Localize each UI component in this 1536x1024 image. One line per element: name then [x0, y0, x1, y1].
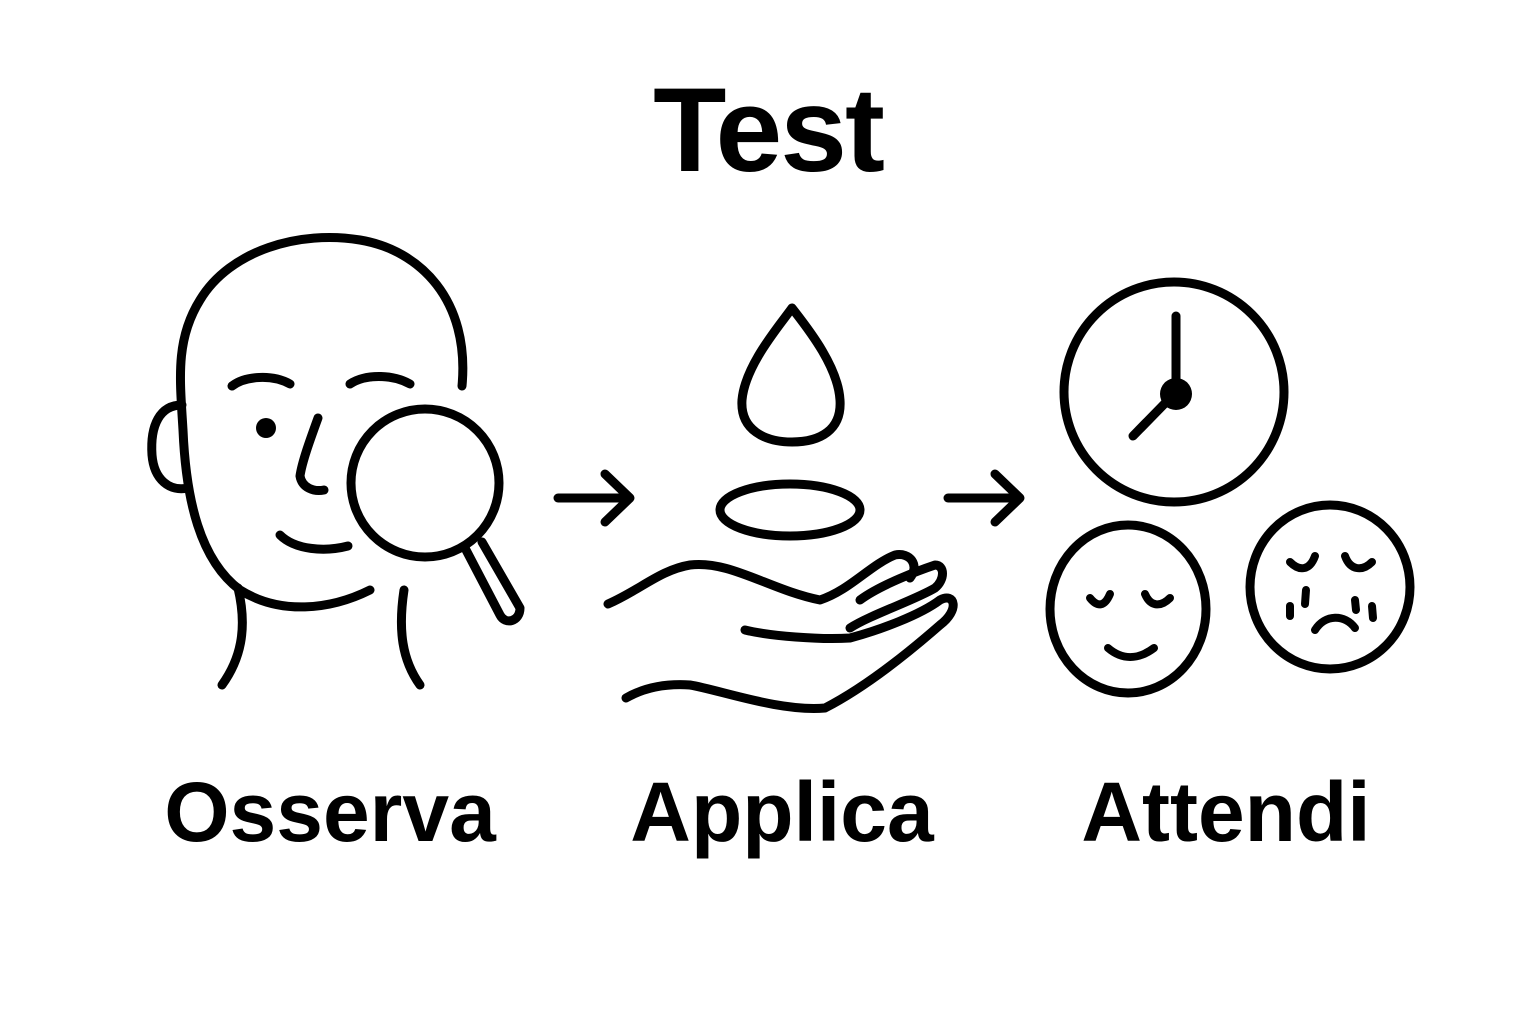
clock-icon — [1059, 277, 1289, 507]
face-with-magnifier-icon — [147, 233, 525, 690]
arrow-right-icon — [943, 469, 1025, 527]
step-label-applica: Applica — [630, 765, 934, 859]
step-label-attendi: Attendi — [1081, 765, 1371, 859]
step-label-osserva: Osserva — [164, 765, 496, 859]
clock-with-reaction-faces-icon — [1045, 277, 1415, 698]
diagram-title: Test — [653, 63, 885, 197]
calm-face-icon — [1045, 520, 1211, 698]
arrow-right-icon — [553, 469, 635, 527]
sad-face-icon — [1245, 500, 1415, 674]
drop-on-hand-icon — [603, 303, 958, 713]
